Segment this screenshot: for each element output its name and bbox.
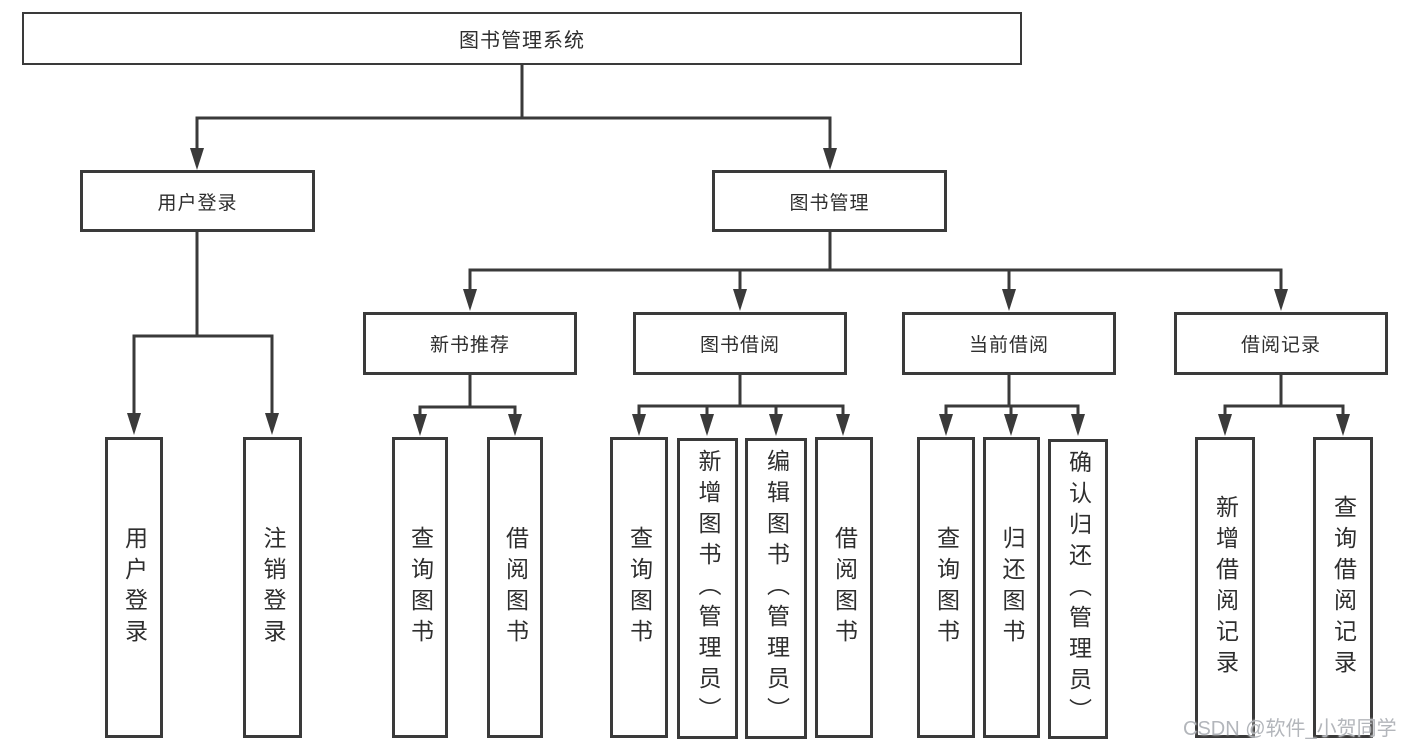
leaf-logout: 注销登录	[243, 437, 302, 738]
leaf-query-borrow-record-label: 查询借阅记录	[1330, 494, 1357, 681]
leaf-recommend-query-books-label: 查询图书	[407, 525, 434, 650]
leaf-confirm-return-admin: 确认归还（管理员）	[1048, 439, 1108, 739]
node-new-book-recommend-label: 新书推荐	[429, 335, 510, 356]
leaf-add-books-admin: 新增图书（管理员）	[677, 438, 738, 739]
node-borrow-records: 借阅记录	[1174, 312, 1388, 375]
leaf-edit-books-admin: 编辑图书（管理员）	[745, 438, 807, 739]
leaf-confirm-return-admin-label: 确认归还（管理员）	[1065, 449, 1092, 729]
leaf-add-borrow-record-label: 新增借阅记录	[1212, 494, 1239, 681]
leaf-return-books-label: 归还图书	[999, 525, 1025, 650]
leaf-recommend-borrow-books-label: 借阅图书	[502, 525, 529, 650]
leaf-borrowing-borrow-books: 借阅图书	[815, 437, 873, 738]
leaf-user-login-label: 用户登录	[121, 525, 148, 650]
leaf-add-borrow-record: 新增借阅记录	[1195, 437, 1255, 738]
node-user-login-label: 用户登录	[157, 192, 238, 214]
leaf-borrowing-query-books-label: 查询图书	[626, 525, 653, 650]
leaf-query-borrow-record: 查询借阅记录	[1313, 437, 1373, 738]
node-user-login: 用户登录	[80, 170, 315, 232]
node-borrow-records-label: 借阅记录	[1240, 335, 1321, 356]
watermark-text: CSDN @软件_小贺同学	[1183, 718, 1397, 740]
leaf-logout-label: 注销登录	[260, 525, 286, 650]
node-current-borrowing-label: 当前借阅	[968, 335, 1049, 356]
leaf-current-query-books-label: 查询图书	[933, 525, 960, 650]
leaf-recommend-borrow-books: 借阅图书	[487, 437, 543, 738]
node-book-borrowing: 图书借阅	[633, 312, 847, 375]
node-book-management: 图书管理	[712, 170, 947, 232]
arrowhead-icons	[127, 148, 1350, 436]
leaf-return-books: 归还图书	[983, 437, 1040, 738]
leaf-current-query-books: 查询图书	[917, 437, 975, 738]
leaf-recommend-query-books: 查询图书	[392, 437, 448, 738]
node-book-management-label: 图书管理	[789, 192, 870, 214]
node-library-system: 图书管理系统	[22, 12, 1022, 65]
leaf-user-login: 用户登录	[105, 437, 163, 738]
node-book-borrowing-label: 图书借阅	[699, 335, 780, 356]
leaf-add-books-admin-label: 新增图书（管理员）	[695, 449, 721, 728]
leaf-borrowing-borrow-books-label: 借阅图书	[831, 525, 858, 650]
leaf-edit-books-admin-label: 编辑图书（管理员）	[763, 449, 790, 728]
node-current-borrowing: 当前借阅	[902, 312, 1116, 375]
leaf-borrowing-query-books: 查询图书	[610, 437, 668, 738]
node-library-system-label: 图书管理系统	[459, 30, 585, 52]
node-new-book-recommend: 新书推荐	[363, 312, 577, 375]
